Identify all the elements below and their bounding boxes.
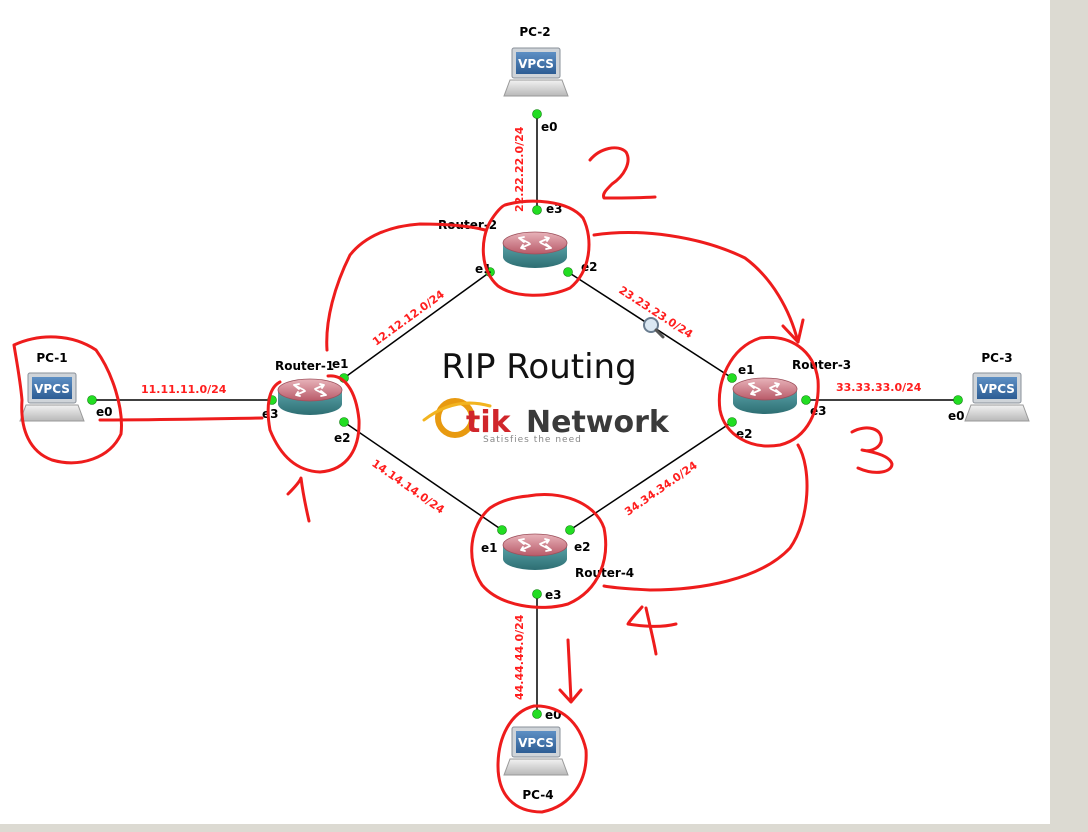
link-router1-router4[interactable] [343,421,503,531]
port-r3-e2[interactable] [727,417,737,427]
vpcs-label: VPCS [979,382,1015,396]
annotation-circle-router4 [470,493,608,609]
port-r3-e1[interactable] [727,373,737,383]
port-r2-e3[interactable] [532,205,542,215]
vpcs-label: VPCS [518,57,554,71]
pc-1[interactable]: VPCS PC-1 [19,351,85,422]
pc-4[interactable]: VPCS PC-4 [503,726,569,802]
vpcs-label: VPCS [518,736,554,750]
router4-label: Router-4 [575,566,634,580]
net-pc1-r1: 11.11.11.0/24 [141,383,227,396]
link-router3-router4[interactable] [569,421,733,531]
port-r4-e1[interactable] [497,525,507,535]
magnifier-icon[interactable] [643,317,665,339]
pc1-label: PC-1 [36,351,67,365]
hand-annotations [12,146,894,814]
if-pc2-e0: e0 [541,120,558,134]
annotation-arrow-down [566,638,573,702]
if-pc1-e0: e0 [96,405,113,419]
router-3[interactable]: Router-3 [732,358,851,415]
workspace-bottom-bar [0,824,1088,832]
tiknetwork-logo: tik Network Satisfies the need [422,398,670,445]
pc3-label: PC-3 [981,351,1012,365]
net-r2-r3: 23.23.23.0/24 [616,284,695,342]
router-1[interactable]: Router-1 [275,359,343,416]
if-pc3-e0: e0 [948,409,965,423]
if-r1-e3: e3 [262,407,279,421]
net-pc2-r2: 22.22.22.0/24 [513,126,526,212]
logo-brand-b: Network [526,405,670,440]
net-r1-r2: 12.12.12.0/24 [370,287,447,348]
port-pc1-e0[interactable] [87,395,97,405]
annotation-number-1 [286,476,311,523]
annotation-circle-router3 [717,335,820,448]
port-r2-e2[interactable] [563,267,573,277]
annotation-arrowhead-down [558,688,583,704]
if-r4-e1: e1 [481,541,498,555]
logo-tagline: Satisfies the need [483,435,582,445]
router-4[interactable]: Router-4 [502,533,634,580]
annotation-number-4 [626,605,678,656]
annotation-number-2 [588,146,657,200]
port-r4-e3[interactable] [532,589,542,599]
net-r4-pc4: 44.44.44.0/24 [513,614,526,700]
pc4-label: PC-4 [522,788,553,802]
net-r3-r4: 34.34.34.0/24 [622,459,700,519]
annotation-circle-router1 [266,374,361,474]
workspace-sidebar [1050,0,1088,832]
if-r1-e1: e1 [332,357,349,371]
if-r1-e2: e2 [334,431,351,445]
pc2-label: PC-2 [519,25,550,39]
annotation-number-3 [850,426,894,474]
if-r4-e3: e3 [545,588,562,602]
logo-brand-a: tik [466,405,512,440]
port-pc2-e0[interactable] [532,109,542,119]
port-r1-e2[interactable] [339,417,349,427]
annotation-arrowhead-r3 [781,318,805,344]
annotation-circle-pc4 [496,704,588,814]
annotation-circle-router2 [481,199,591,297]
net-r3-pc3: 33.33.33.0/24 [836,381,922,394]
annotation-line-pc1 [98,416,264,422]
if-r4-e2: e2 [574,540,591,554]
annotation-arc-r3-r4 [602,443,809,592]
if-r3-e1: e1 [738,363,755,377]
pc-2[interactable]: VPCS PC-2 [503,25,569,97]
port-r4-e2[interactable] [565,525,575,535]
pc-3[interactable]: VPCS PC-3 [964,351,1030,422]
vpcs-label: VPCS [34,382,70,396]
annotation-arc-r2-r3 [592,231,800,344]
diagram-title: RIP Routing [441,347,636,387]
router3-label: Router-3 [792,358,851,372]
link-router1-router2[interactable] [343,271,491,379]
annotation-arc-r1-r2 [325,222,487,352]
router1-label: Router-1 [275,359,334,373]
port-pc4-e0[interactable] [532,709,542,719]
annotation-circle-pc1 [12,335,123,465]
port-r3-e3[interactable] [801,395,811,405]
port-pc3-e0[interactable] [953,395,963,405]
